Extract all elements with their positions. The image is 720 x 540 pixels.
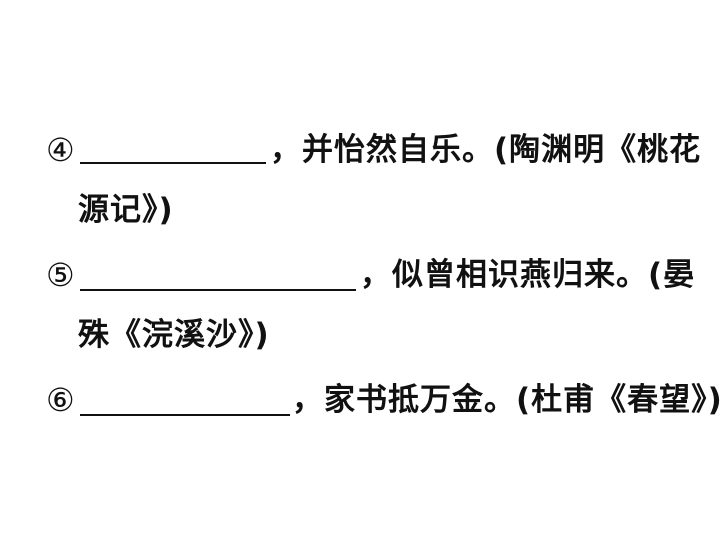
item-number: ⑤ (46, 256, 76, 294)
answer-blank[interactable] (80, 132, 266, 164)
item-text-line2: 源记》) (78, 192, 174, 228)
item-text-line1: ，并怡然自乐。(陶渊明《桃花 (270, 132, 702, 168)
answer-blank[interactable] (80, 259, 356, 291)
item-text-line1: ，家书抵万金。(杜甫《春望》) (292, 382, 720, 418)
answer-blank[interactable] (80, 384, 290, 416)
item-number: ⑥ (46, 381, 76, 419)
item-text-line1: ，似曾相识燕归来。(晏 (360, 257, 696, 293)
item-text-line2: 殊《浣溪沙》) (78, 317, 270, 353)
item-number: ④ (46, 131, 76, 169)
